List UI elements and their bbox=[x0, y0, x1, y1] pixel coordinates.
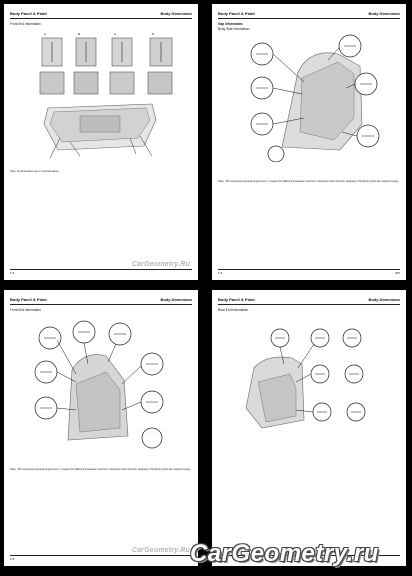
footer-rule bbox=[218, 555, 400, 556]
column-label-b: B bbox=[78, 32, 80, 36]
column-label-a: A bbox=[44, 32, 46, 36]
footer-right-number: 457 bbox=[394, 271, 400, 275]
header-right: Body Dimension bbox=[160, 11, 192, 16]
manual-page-4: Body Panel & Paint Body Dimension Rear E… bbox=[212, 290, 406, 566]
header-right: Body Dimension bbox=[368, 297, 400, 302]
page-watermark: CarGeometry.Ru bbox=[131, 547, 190, 554]
header-rule bbox=[10, 18, 192, 19]
header-left: Body Panel & Paint bbox=[218, 297, 255, 302]
page-footer: 1-5 bbox=[10, 271, 192, 277]
site-watermark: CarGeometry.ru bbox=[190, 540, 379, 567]
page-header: Body Panel & Paint Body Dimension bbox=[218, 297, 400, 304]
page-watermark: CarGeometry.Ru bbox=[131, 261, 190, 268]
header-left: Body Panel & Paint bbox=[10, 11, 47, 16]
rear-end-gap-illustration bbox=[245, 328, 366, 429]
manual-page-1: Body Panel & Paint Body Dimension Front … bbox=[4, 4, 198, 280]
page-header: Body Panel & Paint Body Dimension bbox=[218, 11, 400, 18]
section-title: Front End Information bbox=[10, 308, 41, 312]
header-right: Body Dimension bbox=[368, 11, 400, 16]
front-end-body-illustration bbox=[43, 103, 157, 159]
header-rule bbox=[218, 304, 400, 305]
body-side-gap-illustration bbox=[250, 34, 380, 162]
page-footer: 1-5 bbox=[10, 557, 192, 563]
column-label-d: D bbox=[152, 32, 155, 36]
page-header: Body Panel & Paint Body Dimension bbox=[10, 11, 192, 18]
front-end-gap-illustration bbox=[34, 320, 164, 449]
footer-page-number: 1-5 bbox=[10, 557, 15, 561]
header-left: Body Panel & Paint bbox=[218, 11, 255, 16]
page-footer: 1-5 457 bbox=[218, 271, 400, 277]
section-title: Rear End Information bbox=[218, 308, 249, 312]
page-note: Note: "F/F represents general requiremen… bbox=[10, 468, 191, 471]
column-label-c: C bbox=[114, 32, 117, 36]
subsection-title: Body Side Information bbox=[218, 27, 250, 31]
page-note: Note: All dimensions are in nominal valu… bbox=[10, 170, 60, 173]
footer-rule bbox=[10, 269, 192, 270]
header-rule bbox=[218, 18, 400, 19]
footer-rule bbox=[218, 269, 400, 270]
header-right: Body Dimension bbox=[160, 297, 192, 302]
page-note: Note: "F/F represents general requiremen… bbox=[218, 180, 399, 183]
footer-page-number: 1-5 bbox=[218, 271, 223, 275]
front-end-detail-diagrams: A B C D bbox=[39, 32, 173, 95]
manual-page-3: Body Panel & Paint Body Dimension Front … bbox=[4, 290, 198, 566]
footer-page-number: 1-5 bbox=[10, 271, 15, 275]
page-header: Body Panel & Paint Body Dimension bbox=[10, 297, 192, 304]
section-title: Gap Information bbox=[218, 22, 243, 26]
manual-page-2: Body Panel & Paint Body Dimension Gap In… bbox=[212, 4, 406, 280]
header-rule bbox=[10, 304, 192, 305]
header-left: Body Panel & Paint bbox=[10, 297, 47, 302]
footer-rule bbox=[10, 555, 192, 556]
section-title: Front End Information bbox=[10, 22, 41, 26]
